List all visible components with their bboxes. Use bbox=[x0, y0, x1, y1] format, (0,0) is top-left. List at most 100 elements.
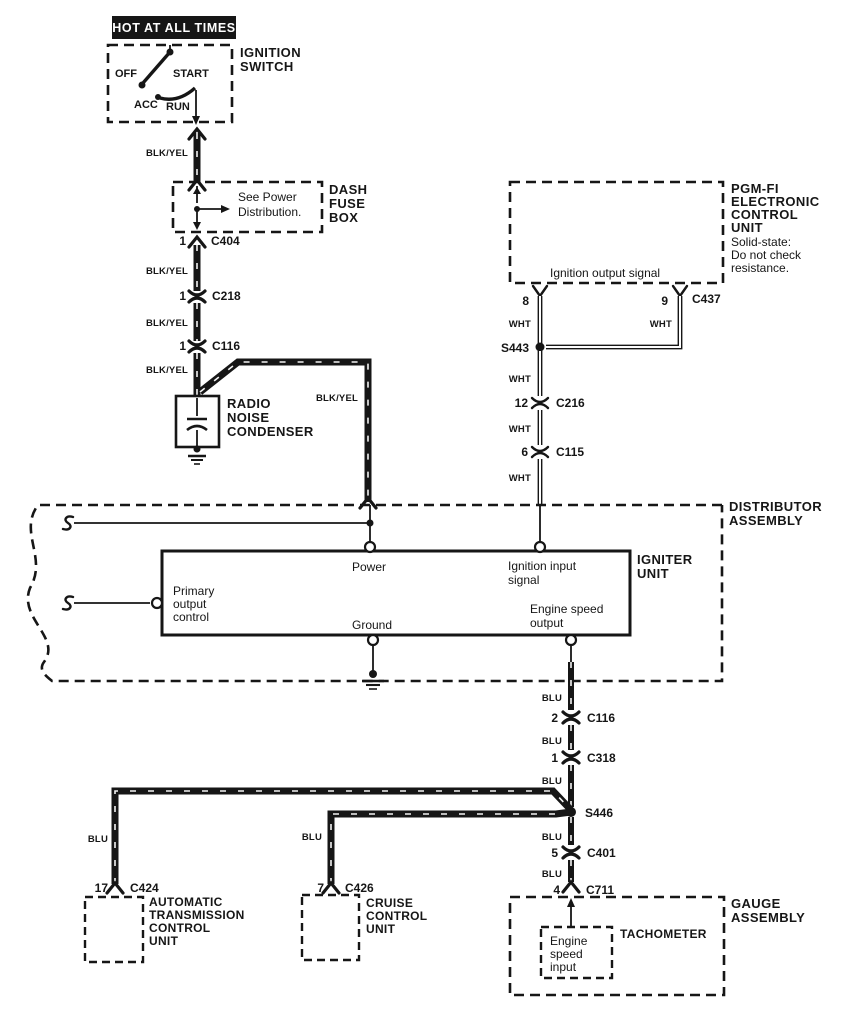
fuse-box-note: Distribution. bbox=[238, 205, 301, 219]
connector-c218-pin: 1 bbox=[179, 289, 186, 303]
radio-noise-condenser: RADIO NOISE CONDENSER bbox=[174, 394, 314, 465]
pgm-fi-title: UNIT bbox=[731, 220, 763, 235]
tachometer-input-box bbox=[539, 925, 614, 980]
hot-banner-box bbox=[112, 16, 236, 39]
ground-dot bbox=[369, 670, 377, 678]
connector-c426-pin: 7 bbox=[317, 881, 324, 895]
connector-c115-glyph bbox=[530, 445, 550, 453]
ignition-switch-title: SWITCH bbox=[240, 59, 294, 74]
switch-arm bbox=[141, 50, 172, 85]
connector-c216-pin: 12 bbox=[515, 396, 529, 410]
connector-c115-name: C115 bbox=[556, 445, 584, 459]
connector-c115-pin: 6 bbox=[521, 445, 528, 459]
connector-c404-glyph bbox=[187, 234, 207, 249]
wire-color-label: BLU bbox=[542, 869, 562, 880]
wire-color-label: WHT bbox=[650, 319, 672, 330]
pgm-fi-title: ELECTRONIC bbox=[731, 194, 820, 209]
atcu-box bbox=[83, 895, 145, 964]
wire-color-label: BLK/YEL bbox=[146, 318, 188, 329]
ground-dot bbox=[193, 445, 201, 453]
connector-c404-pin: 1 bbox=[179, 234, 186, 248]
connector-c424-glyph bbox=[105, 880, 125, 895]
connector-c218-name: C218 bbox=[212, 289, 241, 303]
splice-s446-dot bbox=[566, 807, 576, 817]
wire-continuation-squiggle bbox=[61, 515, 75, 531]
switch-pos-off: OFF bbox=[115, 68, 137, 80]
connector-c426-name: C426 bbox=[345, 881, 374, 895]
connector-c424-name: C424 bbox=[130, 881, 159, 895]
connector-c216-glyph bbox=[530, 402, 550, 410]
splice-s446-label: S446 bbox=[585, 806, 613, 820]
atcu-title: UNIT bbox=[149, 934, 179, 948]
blu-chain: BLU 2 C116 BLU 1 C318 BLU BLU BLU S446 B… bbox=[88, 662, 616, 897]
pin-9-fork bbox=[671, 284, 689, 298]
wire-color-label: WHT bbox=[509, 374, 531, 385]
blk-yel-main-chain: BLK/YEL 1 C404 BLK/YEL 1 C218 BLK/YEL 1 … bbox=[146, 126, 241, 396]
pin-9-label: 9 bbox=[661, 294, 668, 308]
switch-off-contact bbox=[138, 81, 146, 89]
distributor-assembly: DISTRIBUTOR ASSEMBLY bbox=[26, 499, 822, 683]
connector-c401-name: C401 bbox=[587, 846, 616, 860]
igniter-ignition-input-label: Ignition input bbox=[508, 559, 577, 573]
connector-c711-pin: 4 bbox=[553, 883, 560, 897]
connector-fork bbox=[358, 495, 378, 510]
connector-c216-name: C216 bbox=[556, 396, 585, 410]
wht-chain: WHT WHT S443 WHT 12 C216 WHT 6 C115 WHT bbox=[501, 296, 683, 542]
wire-color-label: BLK/YEL bbox=[146, 365, 188, 376]
gauge-title: ASSEMBLY bbox=[731, 910, 805, 925]
capacitor-plate-curved bbox=[186, 424, 208, 432]
distributor-title: DISTRIBUTOR bbox=[729, 499, 822, 514]
ignition-switch-title: IGNITION bbox=[240, 45, 301, 60]
connector-c318-pin: 1 bbox=[551, 751, 558, 765]
tach-input-label: input bbox=[550, 960, 577, 974]
connector-c218-glyph bbox=[187, 296, 207, 304]
connector-c116-lower-glyph bbox=[561, 717, 581, 725]
wire-color-label: WHT bbox=[509, 473, 531, 484]
gauge-title: GAUGE bbox=[731, 896, 781, 911]
ignition-switch-box bbox=[106, 43, 234, 124]
condenser-title: CONDENSER bbox=[227, 424, 314, 439]
wire-color-label: BLK/YEL bbox=[316, 393, 358, 404]
connector-c116-lower-glyph bbox=[561, 710, 581, 718]
connector-fork bbox=[187, 177, 207, 192]
distributor-outline bbox=[26, 503, 724, 683]
tachometer-label: TACHOMETER bbox=[620, 927, 707, 941]
power-terminal bbox=[363, 540, 377, 554]
connector-c404-name: C404 bbox=[211, 234, 240, 248]
connector-c318-glyph bbox=[561, 757, 581, 765]
gauge-box bbox=[508, 895, 726, 997]
up-arrowhead bbox=[193, 187, 201, 194]
pgm-fi-title: CONTROL bbox=[731, 207, 798, 222]
connector-c401-glyph bbox=[561, 852, 581, 860]
condenser-title: NOISE bbox=[227, 410, 269, 425]
wire-color-label: BLK/YEL bbox=[146, 148, 188, 159]
cruise-title: CONTROL bbox=[366, 909, 427, 923]
wire-stripe bbox=[199, 361, 369, 502]
connector-fork bbox=[187, 126, 207, 141]
wire-blu-branch-cruise bbox=[327, 808, 572, 884]
wire-stripe bbox=[330, 811, 572, 884]
igniter-power-label: Power bbox=[352, 560, 386, 574]
connector-c116-upper-pin: 1 bbox=[179, 339, 186, 353]
down-arrowhead bbox=[193, 222, 201, 230]
primary-output-terminal bbox=[150, 596, 164, 610]
connector-c115-glyph bbox=[530, 451, 550, 459]
pgm-fi-ecu: PGM-FI ELECTRONIC CONTROL UNIT Solid-sta… bbox=[508, 180, 820, 308]
igniter-engine-speed-label: output bbox=[530, 616, 564, 630]
igniter-engine-speed-label: Engine speed bbox=[530, 602, 603, 616]
connector-c116-lower-name: C116 bbox=[587, 711, 615, 725]
splice-s443-dot bbox=[535, 342, 545, 352]
cruise-control-unit: 7 C426 CRUISE CONTROL UNIT bbox=[300, 880, 427, 962]
hot-banner: HOT AT ALL TIMES bbox=[112, 16, 236, 39]
switch-acc-contact bbox=[155, 94, 161, 100]
connector-c437-name: C437 bbox=[692, 292, 721, 306]
switch-pos-acc: ACC bbox=[134, 99, 158, 111]
ground-terminal bbox=[366, 633, 380, 647]
wire-color-label: BLK/YEL bbox=[146, 266, 188, 277]
connector-c116-upper-glyph bbox=[187, 346, 207, 354]
pgm-fi-title: PGM-FI bbox=[731, 181, 779, 196]
distributor-title: ASSEMBLY bbox=[729, 513, 803, 528]
wire-color-label: BLU bbox=[542, 693, 562, 704]
